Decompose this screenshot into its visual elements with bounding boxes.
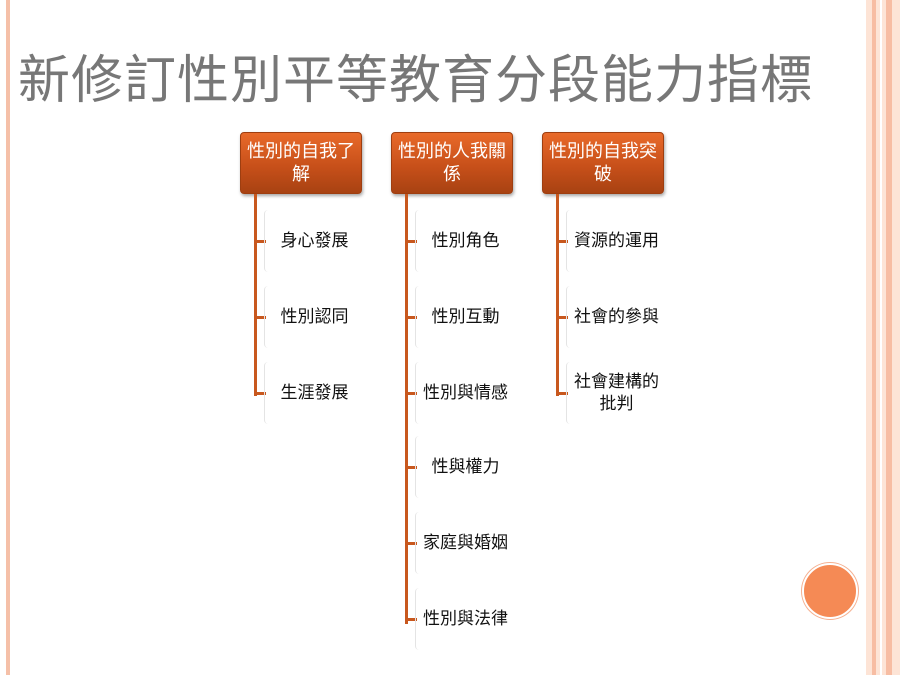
slide-title: 新修訂性別平等教育分段能力指標 — [18, 51, 814, 111]
list-item: 性別與情感 — [405, 362, 515, 424]
connector-branch — [405, 240, 417, 243]
connector-branch — [254, 392, 266, 395]
slide-frame-right-stripe — [880, 0, 882, 675]
connector-branch — [405, 618, 417, 621]
connector-branch — [254, 316, 266, 319]
diagram-group-self-understanding: 性別的自我了解 身心發展 性別認同 生涯發展 — [240, 132, 366, 424]
list-item: 身心發展 — [254, 210, 364, 272]
list-item: 性別與法律 — [405, 588, 515, 650]
list-item-label: 性別互動 — [415, 286, 515, 348]
list-item: 生涯發展 — [254, 362, 364, 424]
list-item-label: 社會的參與 — [566, 286, 666, 348]
connector-branch — [556, 240, 568, 243]
group-header: 性別的自我了解 — [240, 132, 362, 194]
list-item-label: 性別認同 — [264, 286, 364, 348]
list-item-label: 身心發展 — [264, 210, 364, 272]
list-item-label: 性別與情感 — [415, 362, 515, 424]
list-item: 家庭與婚姻 — [405, 512, 515, 574]
diagram-group-breakthrough: 性別的自我突破 資源的運用 社會的參與 社會建構的批判 — [542, 132, 668, 424]
group-header: 性別的自我突破 — [542, 132, 664, 194]
decorative-circle — [802, 563, 858, 619]
list-item-label: 性別與法律 — [415, 588, 515, 650]
list-item-label: 家庭與婚姻 — [415, 512, 515, 574]
connector-branch — [556, 392, 568, 395]
connector-branch — [254, 240, 266, 243]
connector-trunk — [556, 194, 559, 396]
list-item-label: 資源的運用 — [566, 210, 666, 272]
slide-frame-left-border — [6, 0, 10, 675]
list-item: 資源的運用 — [556, 210, 666, 272]
slide-frame-right-stripe — [886, 0, 892, 675]
connector-trunk — [405, 194, 408, 624]
diagram-group-relationships: 性別的人我關係 性別角色 性別互動 性別與情感 性與權力 家庭與婚姻 性別與法律 — [391, 132, 517, 650]
list-item: 社會的參與 — [556, 286, 666, 348]
list-item: 性別角色 — [405, 210, 515, 272]
list-item: 社會建構的批判 — [556, 362, 666, 424]
connector-branch — [405, 392, 417, 395]
connector-trunk — [254, 194, 257, 396]
group-header: 性別的人我關係 — [391, 132, 513, 194]
list-item: 性別互動 — [405, 286, 515, 348]
list-item-label: 性與權力 — [415, 436, 515, 498]
list-item-label: 生涯發展 — [264, 362, 364, 424]
list-item-label: 性別角色 — [415, 210, 515, 272]
connector-branch — [405, 466, 417, 469]
slide-frame-right-stripe — [872, 0, 876, 675]
connector-branch — [556, 316, 568, 319]
connector-branch — [405, 542, 417, 545]
list-item-label: 社會建構的批判 — [566, 362, 666, 424]
slide-frame-right-border — [866, 0, 900, 675]
connector-branch — [405, 316, 417, 319]
list-item: 性別認同 — [254, 286, 364, 348]
list-item: 性與權力 — [405, 436, 515, 498]
